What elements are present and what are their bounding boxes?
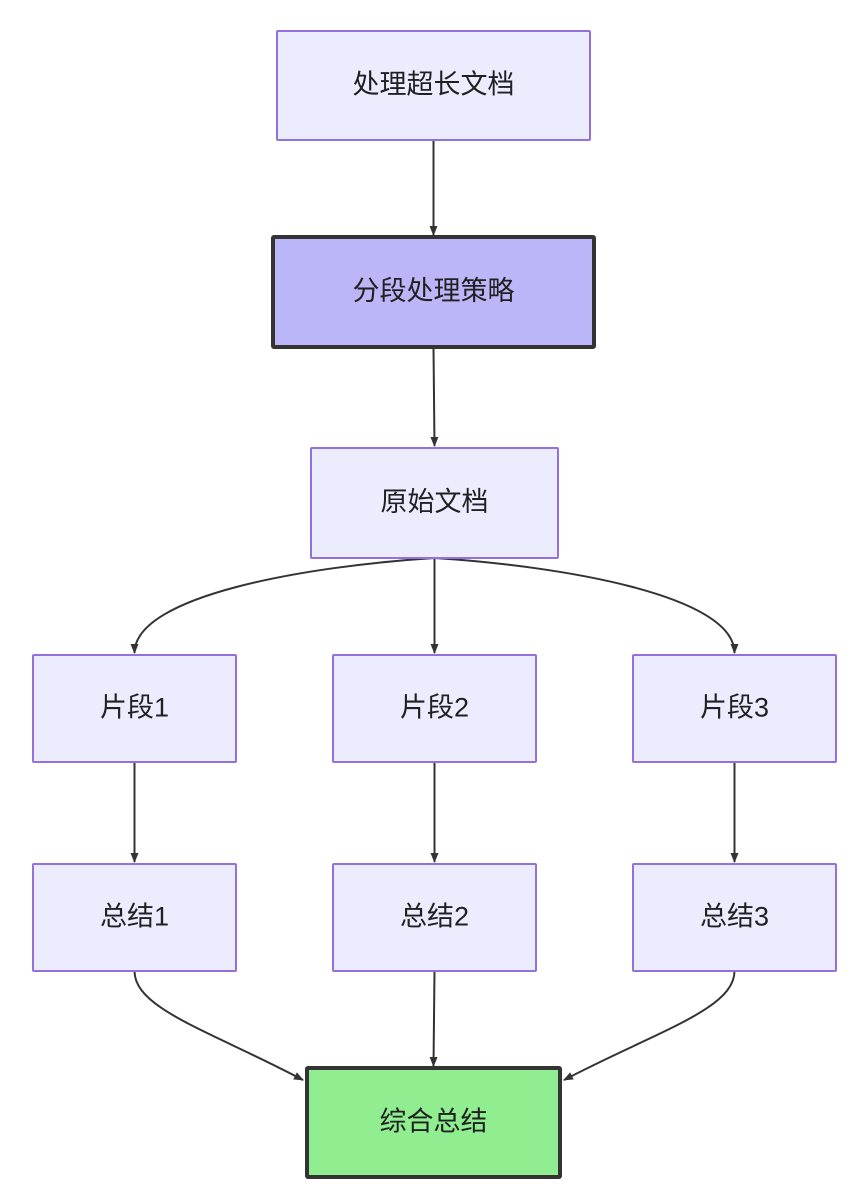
- node-label-final: 综合总结: [380, 1107, 488, 1137]
- node-box-sum3[interactable]: [632, 863, 837, 972]
- node-label-frag3: 片段3: [700, 693, 769, 723]
- node-label-doc: 处理超长文档: [353, 70, 515, 100]
- node-source[interactable]: 原始文档: [310, 447, 559, 559]
- node-label-source: 原始文档: [381, 487, 489, 517]
- edge-sum2-to-final: [429, 970, 438, 1067]
- node-frag2[interactable]: 片段2: [332, 654, 537, 763]
- node-sum3[interactable]: 总结3: [632, 863, 837, 972]
- node-sum1[interactable]: 总结1: [32, 863, 237, 972]
- node-box-frag3[interactable]: [632, 654, 837, 763]
- node-frag3[interactable]: 片段3: [632, 654, 837, 763]
- node-label-strategy: 分段处理策略: [353, 276, 515, 306]
- edge-sum3-to-final: [563, 970, 736, 1081]
- node-doc[interactable]: 处理超长文档: [276, 30, 591, 141]
- node-box-frag2[interactable]: [332, 654, 537, 763]
- node-final[interactable]: 综合总结: [305, 1066, 562, 1179]
- node-box-frag1[interactable]: [32, 654, 237, 763]
- node-box-source[interactable]: [310, 447, 559, 559]
- node-label-frag1: 片段1: [100, 693, 169, 723]
- node-box-sum1[interactable]: [32, 863, 237, 972]
- node-label-frag2: 片段2: [400, 693, 469, 723]
- edge-source-to-frag1: [130, 557, 435, 654]
- node-box-final[interactable]: [305, 1066, 562, 1179]
- edge-strategy-to-source: [430, 346, 439, 447]
- node-strategy[interactable]: 分段处理策略: [271, 235, 596, 349]
- node-box-strategy[interactable]: [271, 235, 596, 349]
- node-box-doc[interactable]: [276, 30, 591, 141]
- edge-sum1-to-final: [133, 970, 304, 1081]
- edges-layer: [130, 140, 739, 1081]
- node-label-sum1: 总结1: [100, 902, 169, 932]
- node-box-sum2[interactable]: [332, 863, 537, 972]
- node-sum2[interactable]: 总结2: [332, 863, 537, 972]
- node-label-sum2: 总结2: [400, 902, 469, 932]
- edge-source-to-frag3: [434, 557, 739, 654]
- node-label-sum3: 总结3: [700, 902, 769, 932]
- node-frag1[interactable]: 片段1: [32, 654, 237, 763]
